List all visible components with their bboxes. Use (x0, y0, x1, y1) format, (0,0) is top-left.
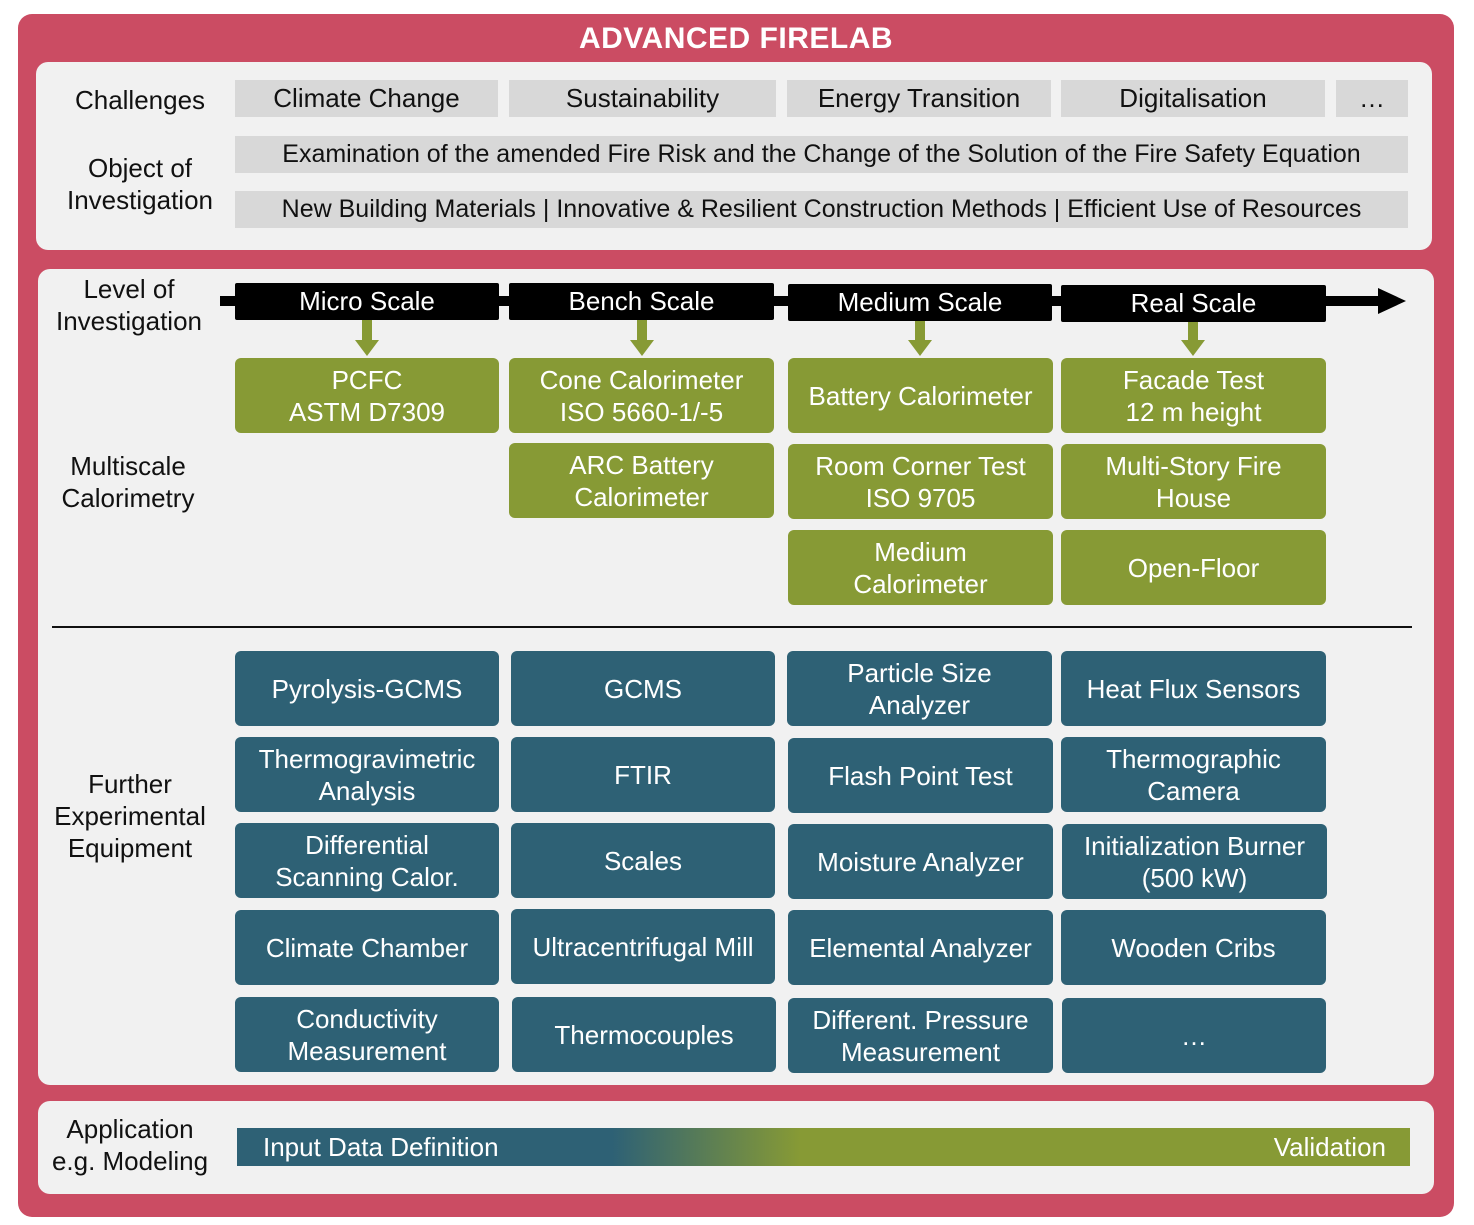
equipment-box: GCMS (511, 651, 775, 726)
calorimetry-box: Medium Calorimeter (788, 530, 1053, 605)
application-label: Application e.g. Modeling (51, 1114, 209, 1176)
calorimetry-box: Battery Calorimeter (788, 358, 1053, 433)
equipment-box: Ultracentrifugal Mill (511, 909, 775, 984)
equipment-box: Thermographic Camera (1061, 737, 1326, 812)
scale-real: Real Scale (1061, 285, 1326, 322)
equipment-box: Climate Chamber (235, 910, 499, 985)
object-line-1: Examination of the amended Fire Risk and… (235, 136, 1408, 173)
challenge-item: Climate Change (235, 80, 498, 117)
section-divider (52, 626, 1412, 628)
equipment-box: Different. Pressure Measurement (788, 998, 1053, 1073)
scale-micro: Micro Scale (235, 283, 499, 320)
equipment-box: Pyrolysis-GCMS (235, 651, 499, 726)
equipment-box: Elemental Analyzer (788, 910, 1053, 985)
calorimetry-box: Open-Floor (1061, 530, 1326, 605)
main-title: ADVANCED FIRELAB (578, 22, 894, 55)
object-label: Object of Investigation (67, 153, 213, 215)
scale-bench: Bench Scale (509, 283, 774, 320)
scale-medium: Medium Scale (788, 284, 1052, 321)
equipment-box: Wooden Cribs (1061, 910, 1326, 985)
equipment-box: Conductivity Measurement (235, 997, 499, 1072)
application-gradient-bar: Input Data Definition Validation (237, 1128, 1410, 1166)
calorimetry-box: Facade Test 12 m height (1061, 358, 1326, 433)
calorimetry-box: Room Corner Test ISO 9705 (788, 444, 1053, 519)
calorimetry-box: ARC Battery Calorimeter (509, 443, 774, 518)
challenge-item: … (1336, 80, 1408, 117)
equipment-box: Particle Size Analyzer (787, 651, 1052, 726)
calorimetry-box: PCFC ASTM D7309 (235, 358, 499, 433)
equipment-label: Further Experimental Equipment (54, 769, 206, 863)
equipment-box: Thermogravimetric Analysis (235, 737, 499, 812)
equipment-box: Differential Scanning Calor. (235, 823, 499, 898)
equipment-box: … (1062, 998, 1326, 1073)
challenge-item: Energy Transition (787, 80, 1051, 117)
equipment-box: Initialization Burner (500 kW) (1062, 824, 1327, 899)
equipment-box: Flash Point Test (788, 738, 1053, 813)
equipment-box: Moisture Analyzer (788, 824, 1053, 899)
input-data-definition-label: Input Data Definition (263, 1132, 499, 1162)
calorimetry-box: Cone Calorimeter ISO 5660-1/-5 (509, 358, 774, 433)
equipment-box: Heat Flux Sensors (1061, 651, 1326, 726)
multiscale-label: Multiscale Calorimetry (61, 451, 195, 513)
challenge-item: Digitalisation (1061, 80, 1325, 117)
calorimetry-box: Multi-Story Fire House (1061, 444, 1326, 519)
challenge-item: Sustainability (509, 80, 776, 117)
challenges-label: Challenges (74, 85, 206, 115)
scale-arrow-head (1378, 288, 1406, 314)
object-line-2: New Building Materials | Innovative & Re… (235, 191, 1408, 228)
validation-label: Validation (1273, 1132, 1386, 1162)
equipment-box: Scales (511, 823, 775, 898)
equipment-box: Thermocouples (512, 997, 776, 1072)
scale-down-arrows (355, 320, 1205, 356)
equipment-box: FTIR (511, 737, 775, 812)
level-label: Level of Investigation (56, 274, 202, 336)
